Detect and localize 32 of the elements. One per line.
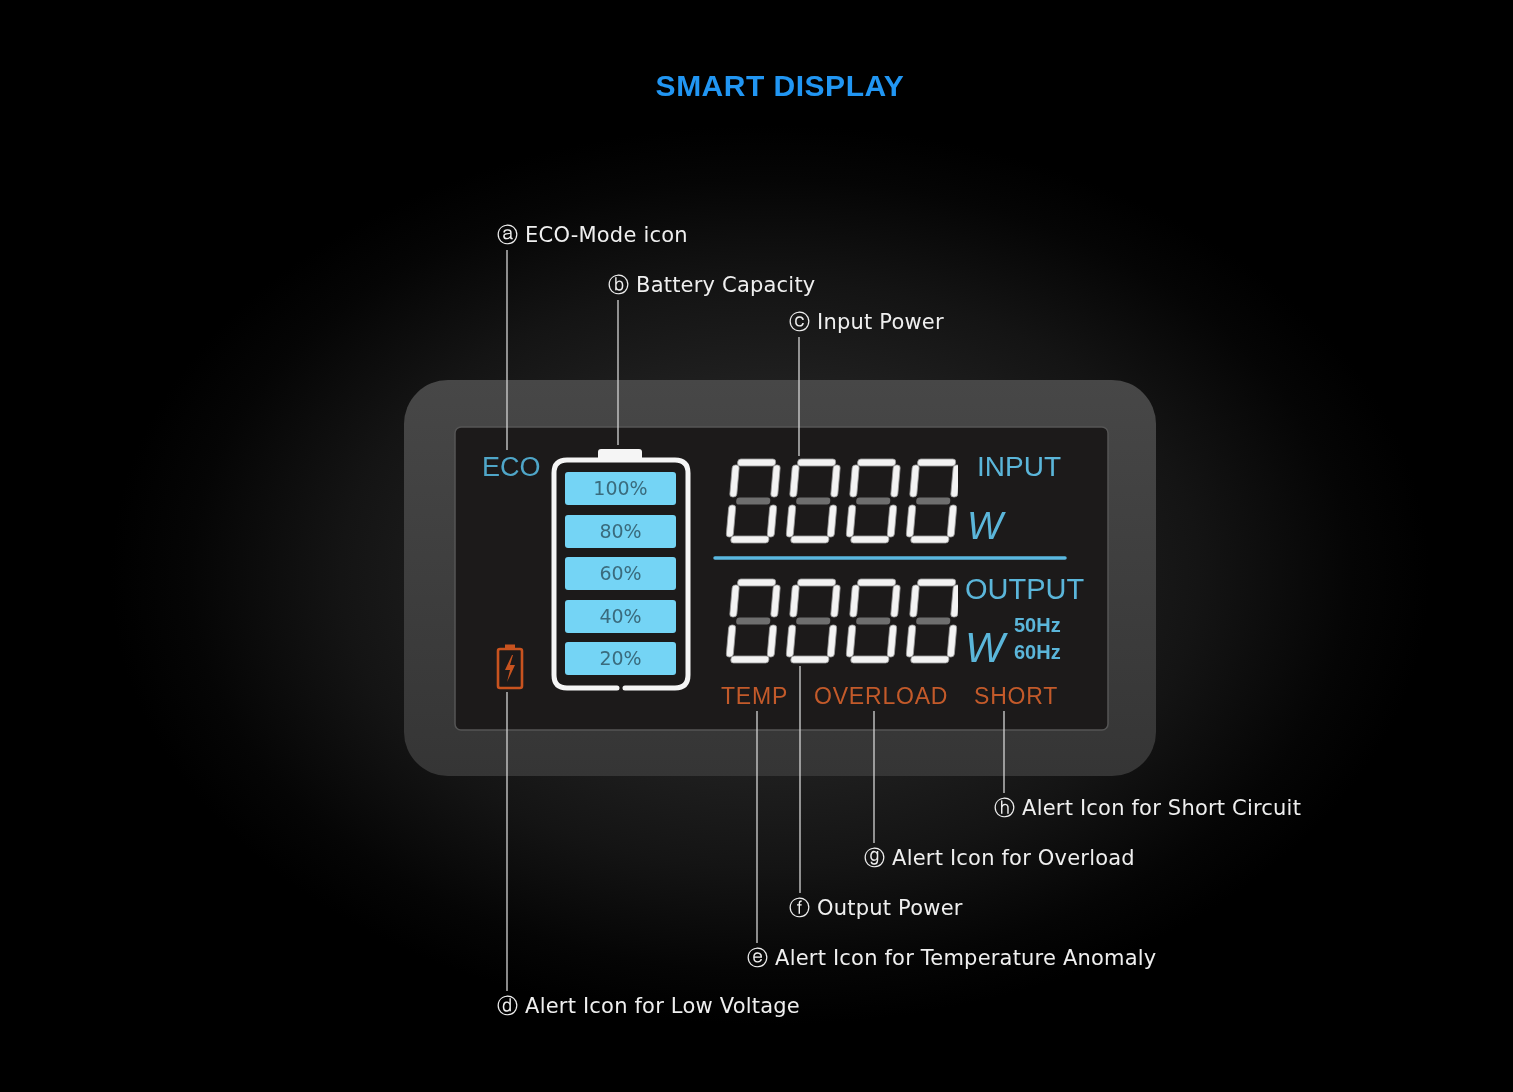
callout-label: ⓐ ECO-Mode icon xyxy=(497,222,688,248)
callout-label: ⓗ Alert Icon for Short Circuit xyxy=(994,795,1302,821)
indicator-label: SHORT xyxy=(974,683,1059,709)
leader-line xyxy=(873,710,875,844)
leader-line xyxy=(756,710,758,944)
callout-label: ⓓ Alert Icon for Low Voltage xyxy=(497,993,800,1019)
callout-label: ⓒ Input Power xyxy=(789,309,944,335)
leader-line xyxy=(617,299,619,446)
indicator-label: OUTPUT xyxy=(965,573,1085,605)
battery-bolt-icon xyxy=(495,643,525,690)
callout-label: ⓖ Alert Icon for Overload xyxy=(864,845,1135,871)
callout-label: ⓕ Output Power xyxy=(789,895,963,921)
charge-segment: 40% xyxy=(565,599,676,633)
battery-gauge xyxy=(549,447,693,693)
frequency-label: 60Hz xyxy=(1014,641,1061,663)
leader-line xyxy=(506,249,508,451)
leader-line xyxy=(1003,710,1005,794)
charge-segment: 100% xyxy=(565,472,676,505)
frequency-label: 50Hz xyxy=(1014,614,1061,636)
charge-segment: 60% xyxy=(565,557,676,590)
indicator-label: TEMP xyxy=(721,683,789,709)
indicator-label: ECO xyxy=(482,452,541,482)
title: SMART DISPLAY xyxy=(655,69,905,103)
charge-segment: 80% xyxy=(565,514,676,548)
indicator-label: INPUT xyxy=(977,451,1061,482)
callout-label: ⓔ Alert Icon for Temperature Anomaly xyxy=(747,945,1157,971)
callout-label: ⓑ Battery Capacity xyxy=(608,272,816,298)
indicator-label: OVERLOAD xyxy=(814,683,949,709)
charge-segment: 20% xyxy=(565,642,676,675)
leader-line xyxy=(798,336,800,457)
leader-line xyxy=(799,665,801,894)
leader-line xyxy=(506,691,508,992)
